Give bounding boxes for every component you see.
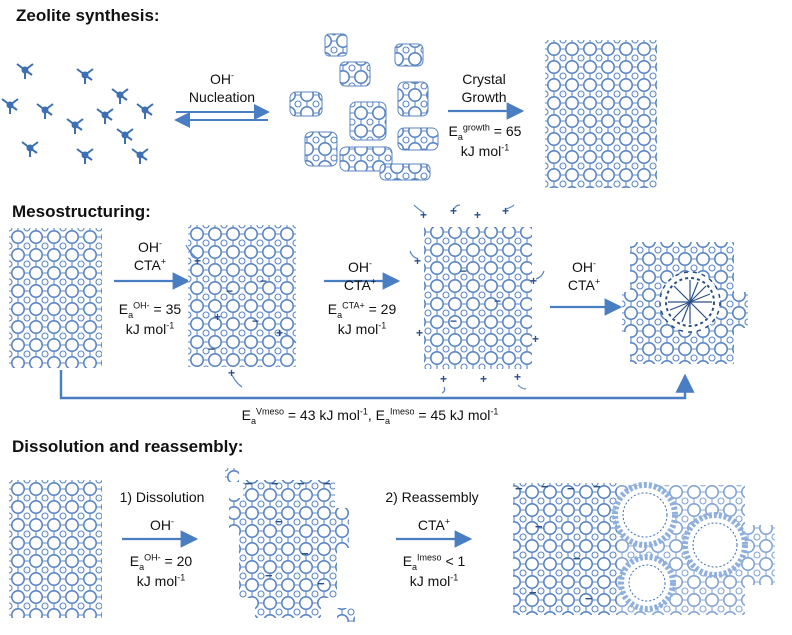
svg-text:−: − (260, 274, 267, 288)
meso-step3-cta: CTA+ (567, 276, 601, 293)
svg-text:+: + (474, 208, 481, 222)
svg-text:+: + (416, 326, 423, 340)
svg-text:−: − (297, 476, 305, 491)
svg-text:−: − (450, 314, 457, 328)
svg-text:+: + (530, 274, 537, 288)
meso-step2-ea: EaCTA+ = 29 (327, 300, 397, 320)
svg-text:−: − (593, 479, 601, 494)
svg-text:+: + (480, 372, 487, 386)
mesostructuring-heading: Mesostructuring: (12, 202, 151, 221)
svg-text:+: + (502, 204, 509, 218)
nucleation-reagent: OH- (210, 70, 234, 87)
dissolution-heading: Dissolution and reassembly: (12, 437, 244, 456)
svg-text:−: − (494, 294, 501, 308)
meso-bottom-energies: EaVmeso = 43 kJ mol-1, EaImeso = 45 kJ m… (241, 406, 499, 426)
meso-step2-arrow (324, 272, 401, 290)
svg-text:−: − (252, 314, 259, 328)
meso-step2-oh: OH- (348, 258, 372, 275)
growth-energy-units: kJ mol-1 (460, 142, 510, 159)
svg-text:+: + (440, 372, 447, 386)
meso-crystal-charged: ++− −+− +− (185, 225, 297, 388)
svg-text:−: − (301, 546, 309, 561)
svg-text:+: + (414, 254, 421, 268)
nucleation-equilibrium-arrows (174, 104, 270, 128)
svg-text:−: − (567, 481, 575, 496)
meso-step1-units: kJ mol-1 (125, 320, 175, 337)
reassembly-step-title: 2) Reassembly (385, 489, 479, 505)
meso-step1-ea: EaOH- = 35 (118, 300, 182, 320)
reassembly-ea: EaImeso < 1 (402, 552, 466, 572)
svg-text:−: − (515, 481, 523, 496)
svg-text:+: + (514, 370, 521, 384)
svg-text:+: + (214, 310, 221, 324)
dissolved-crystal: −−−− −−−− (225, 468, 355, 622)
svg-text:−: − (265, 568, 273, 583)
zeolite-synthesis-heading: Zeolite synthesis: (16, 6, 160, 25)
svg-text:−: − (275, 514, 283, 529)
svg-text:−: − (529, 585, 537, 600)
precursor-tetrahedra (1, 63, 154, 165)
svg-text:−: − (323, 476, 331, 491)
svg-text:−: − (585, 591, 593, 606)
svg-text:−: − (541, 479, 549, 494)
svg-text:−: − (317, 576, 325, 591)
svg-text:+: + (194, 254, 201, 268)
svg-text:+: + (450, 204, 457, 218)
svg-text:−: − (271, 476, 279, 491)
nucleation-label: Nucleation (188, 89, 256, 105)
dissolution-units: kJ mol-1 (136, 572, 186, 589)
dissolution-oh: OH- (150, 516, 174, 533)
svg-text:+: + (228, 366, 235, 380)
svg-text:−: − (535, 519, 543, 534)
reassembled-mesoporous-crystal: − − − − − − − − (513, 479, 775, 615)
growth-activation-energy: Eagrowth = 65 (448, 122, 522, 142)
svg-text:+: + (276, 326, 283, 340)
zeolite-nuclei (289, 33, 439, 181)
crystal-growth-arrow (448, 102, 525, 120)
svg-text:+: + (532, 332, 539, 346)
meso-step3-arrow (550, 298, 623, 316)
meso-step1-oh: OH- (138, 238, 162, 255)
meso-step3-oh: OH- (572, 258, 596, 275)
meso-step1-arrow (114, 272, 191, 290)
svg-text:−: − (573, 551, 581, 566)
meso-crystal-surfactant: + + + + + + + + + + + − − − (409, 204, 545, 394)
svg-text:−: − (208, 342, 215, 356)
dissolution-ea: EaOH- = 20 (129, 552, 193, 572)
dissolution-step-title: 1) Dissolution (119, 489, 205, 505)
svg-text:+: + (420, 208, 427, 222)
reassembly-units: kJ mol-1 (409, 572, 459, 589)
meso-step1-cta: CTA+ (133, 256, 167, 273)
mesoporous-crystal (622, 242, 748, 364)
svg-text:−: − (226, 284, 233, 298)
meso-step2-cta: CTA+ (343, 276, 377, 293)
meso-crystal-initial (9, 228, 102, 368)
reassembly-arrow (396, 530, 473, 548)
meso-step2-units: kJ mol-1 (337, 320, 387, 337)
reassembly-cta: CTA+ (417, 516, 451, 533)
dissolution-crystal-initial (9, 480, 102, 618)
dissolution-arrow (122, 530, 199, 548)
direct-mesostructuring-arrow (59, 370, 695, 400)
svg-text:−: − (460, 264, 467, 278)
zeolite-crystal (545, 40, 657, 188)
svg-text:−: − (245, 476, 253, 491)
